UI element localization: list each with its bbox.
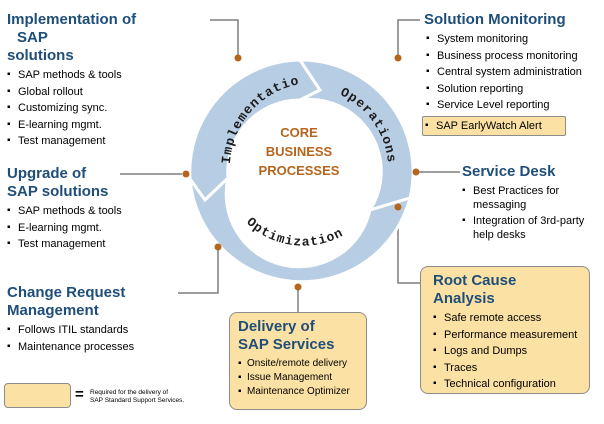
list-item: System monitoring xyxy=(426,31,602,48)
list-item: Test management xyxy=(7,236,187,253)
list-item: Solution reporting xyxy=(426,81,602,98)
list-item: Safe remote access xyxy=(433,310,589,327)
delivery-list: Onsite/remote delivery Issue Management … xyxy=(238,357,366,399)
dot-service-desk xyxy=(412,168,420,176)
list-item: Service Level reporting xyxy=(426,97,602,114)
implementation-list: SAP methods & tools Global rollout Custo… xyxy=(7,67,197,150)
dot-root-cause xyxy=(394,203,402,211)
list-item: Business process monitoring xyxy=(426,48,602,65)
list-item: Integration of 3rd-party help desks xyxy=(462,214,602,242)
change-request-block: Change Request Management Follows ITIL s… xyxy=(7,284,187,355)
service-desk-block: Service Desk Best Practices for messagin… xyxy=(462,163,602,242)
solution-monitoring-block: Solution Monitoring System monitoring Bu… xyxy=(422,11,602,136)
connector-lines xyxy=(120,19,460,318)
delivery-sap-services-box: Delivery of SAP Services Onsite/remote d… xyxy=(229,312,367,410)
list-item: Follows ITIL standards xyxy=(7,322,187,339)
process-ring xyxy=(188,58,415,284)
connector-root-cause xyxy=(397,207,428,284)
list-item: Maintenance processes xyxy=(7,339,187,356)
connector-dots xyxy=(182,54,420,291)
upgrade-block: Upgrade of SAP solutions SAP methods & t… xyxy=(7,165,187,253)
solution-monitoring-list: System monitoring Business process monit… xyxy=(426,31,602,114)
upgrade-list: SAP methods & tools E-learning mgmt. Tes… xyxy=(7,203,187,253)
earlywatch-alert-box: SAP EarlyWatch Alert xyxy=(422,115,566,136)
implementation-title: Implementation of SAP solutions xyxy=(7,11,137,64)
list-item: Test management xyxy=(7,133,197,150)
core-business-processes: CORE BUSINESS PROCESSES xyxy=(259,125,340,178)
service-desk-list: Best Practices for messaging Integration… xyxy=(462,184,602,242)
list-item: SAP methods & tools xyxy=(7,67,197,84)
dot-solution-monitoring xyxy=(394,54,402,62)
solution-monitoring-title: Solution Monitoring xyxy=(424,11,566,28)
core-line-1: CORE xyxy=(280,125,318,140)
dot-implementation xyxy=(234,54,242,62)
root-cause-list: Safe remote access Performance measureme… xyxy=(433,310,589,393)
connector-solution-monitoring xyxy=(397,19,420,58)
core-line-3: PROCESSES xyxy=(259,163,340,178)
upgrade-title: Upgrade of SAP solutions xyxy=(7,165,109,200)
list-item: Global rollout xyxy=(7,84,197,101)
dot-delivery xyxy=(294,283,302,291)
change-request-title: Change Request Management xyxy=(7,284,126,319)
legend-text: Required for the delivery of SAP Standar… xyxy=(90,389,185,404)
list-item: Technical configuration xyxy=(433,376,589,393)
implementation-block: Implementation of SAP solutions SAP meth… xyxy=(7,11,197,150)
root-cause-title: Root Cause Analysis xyxy=(433,272,517,307)
list-item: Performance measurement xyxy=(433,327,589,344)
dot-upgrade xyxy=(182,170,190,178)
ring-segment-optimization xyxy=(188,173,413,284)
list-item: Best Practices for messaging xyxy=(462,184,602,212)
list-item: Customizing sync. xyxy=(7,100,197,117)
list-item: Maintenance Optimizer xyxy=(238,385,366,399)
list-item: E-learning mgmt. xyxy=(7,117,197,134)
service-desk-title: Service Desk xyxy=(462,163,556,180)
legend-equals: = xyxy=(75,386,84,403)
list-item: Onsite/remote delivery xyxy=(238,357,366,371)
delivery-title: Delivery of SAP Services xyxy=(238,318,335,353)
list-item: SAP methods & tools xyxy=(7,203,187,220)
list-item: Issue Management xyxy=(238,371,366,385)
root-cause-analysis-box: Root Cause Analysis Safe remote access P… xyxy=(420,266,590,394)
list-item: E-learning mgmt. xyxy=(7,220,187,237)
ring-label-optimization: Optimization xyxy=(243,214,345,249)
change-request-list: Follows ITIL standards Maintenance proce… xyxy=(7,322,187,355)
core-line-2: BUSINESS xyxy=(266,144,333,159)
connector-change-request xyxy=(178,247,219,294)
list-item: Central system administration xyxy=(426,64,602,81)
connector-implementation xyxy=(210,19,239,58)
legend-swatch xyxy=(4,383,71,408)
list-item: Logs and Dumps xyxy=(433,343,589,360)
list-item: Traces xyxy=(433,360,589,377)
dot-change-request xyxy=(214,243,222,251)
list-item: SAP EarlyWatch Alert xyxy=(425,118,565,135)
